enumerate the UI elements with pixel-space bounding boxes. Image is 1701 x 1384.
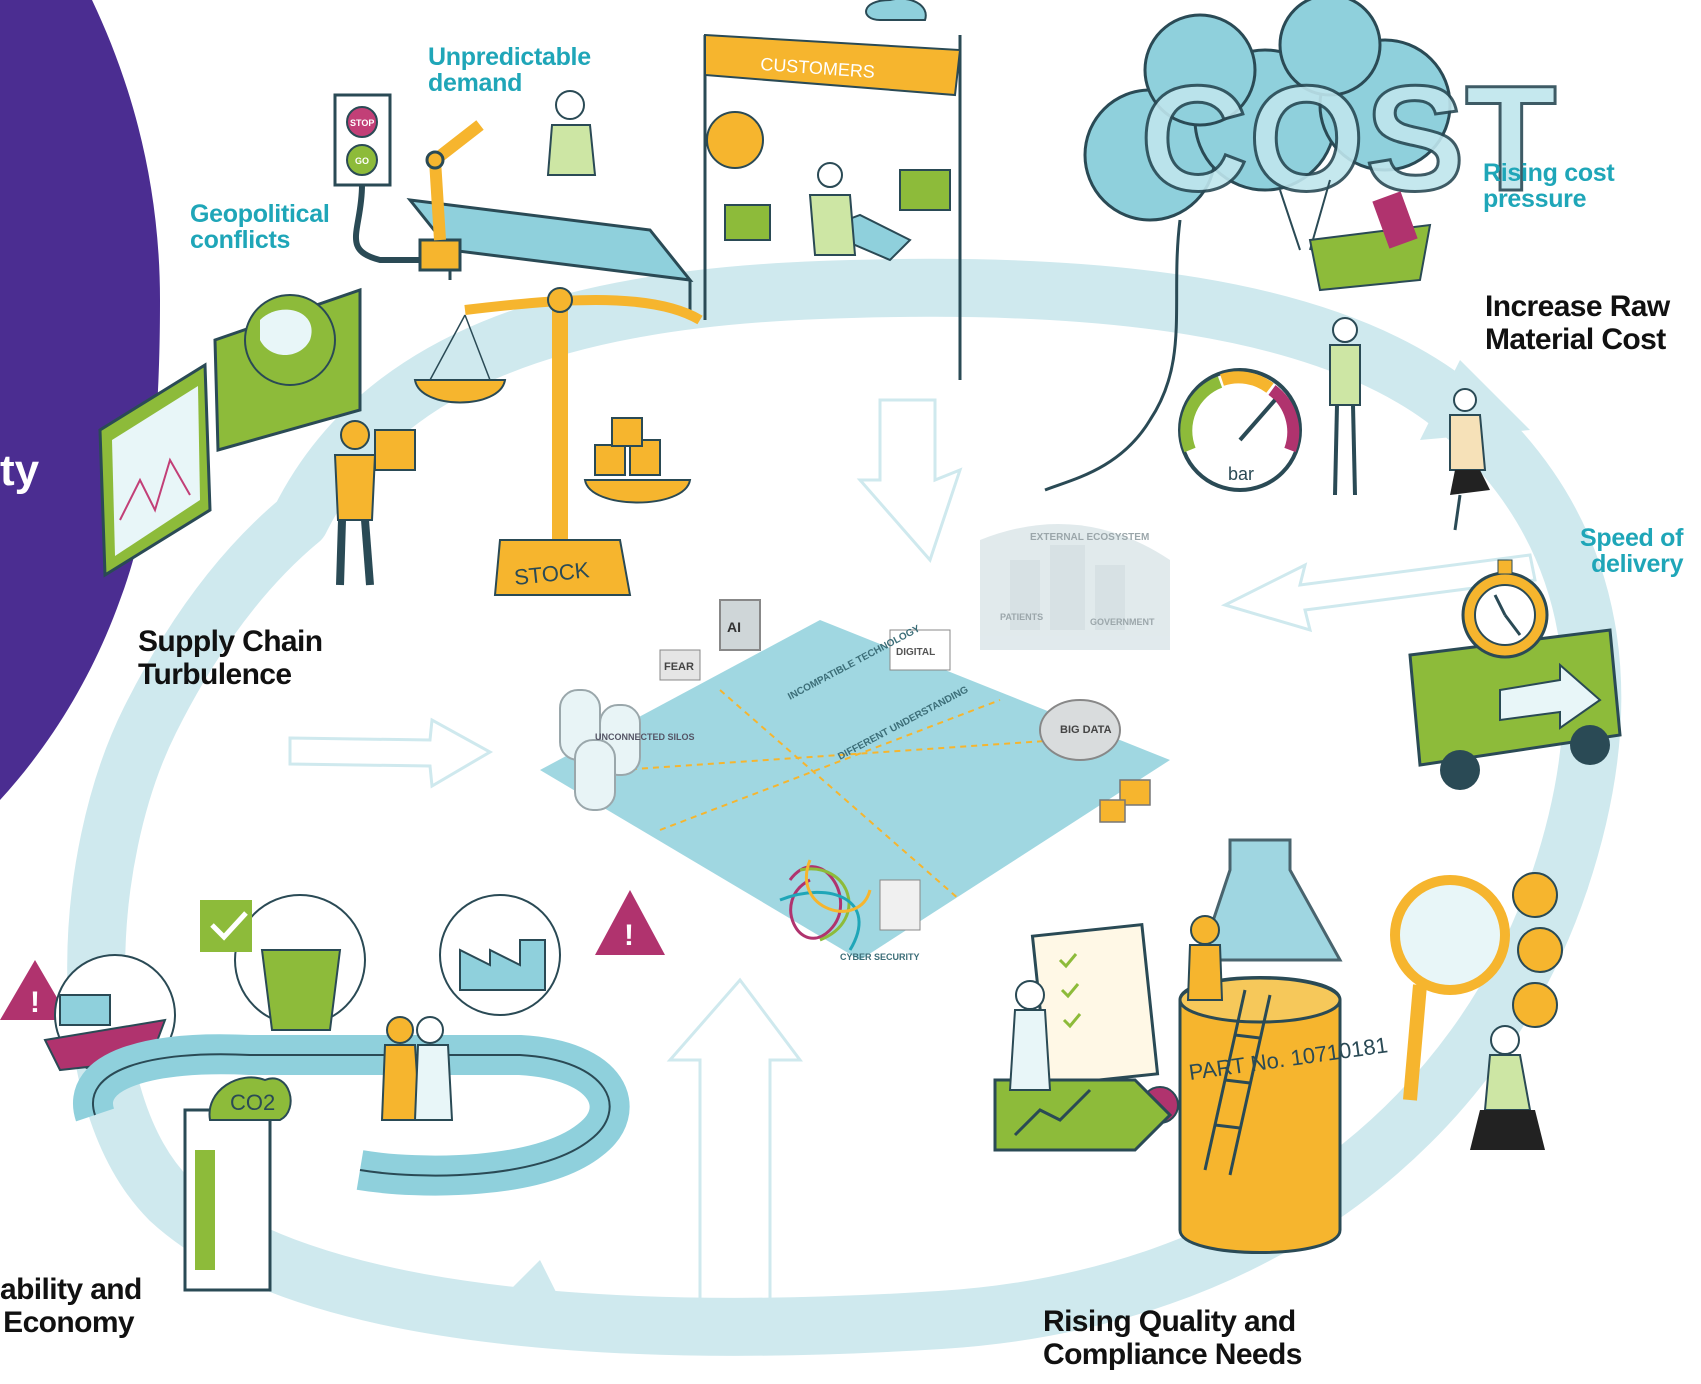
traffic-light: STOP GO bbox=[333, 93, 420, 263]
sidebar-fragment-text: ty bbox=[0, 446, 40, 495]
svg-text:PATIENTS: PATIENTS bbox=[1000, 612, 1043, 622]
quality-people bbox=[1008, 915, 1545, 1150]
label-unpredictable-demand: Unpredictable demand bbox=[428, 43, 591, 98]
svg-text:GO: GO bbox=[355, 156, 369, 166]
sustainability-illustration: ! ! CO2 bbox=[0, 890, 665, 1292]
svg-text:BIG DATA: BIG DATA bbox=[1060, 724, 1112, 736]
svg-text:EXTERNAL ECOSYSTEM: EXTERNAL ECOSYSTEM bbox=[1030, 532, 1149, 543]
label-speed-of-delivery: Speed of delivery bbox=[1580, 524, 1684, 579]
cost-balloons: COST bbox=[1044, 0, 1558, 492]
price-tag bbox=[993, 1078, 1173, 1152]
person-demand bbox=[546, 90, 597, 176]
pressure-gauge: bar bbox=[1178, 368, 1302, 492]
svg-text:AI: AI bbox=[727, 619, 741, 635]
svg-text:CYBER SECURITY: CYBER SECURITY bbox=[840, 952, 920, 962]
cost-basket bbox=[1308, 191, 1432, 496]
svg-text:bar: bar bbox=[1228, 464, 1254, 484]
label-rising-quality-compliance: Rising Quality and Compliance Needs bbox=[1043, 1305, 1302, 1371]
dancer bbox=[1449, 388, 1490, 531]
svg-text:GOVERNMENT: GOVERNMENT bbox=[1090, 617, 1155, 627]
customers-banner: CUSTOMERS bbox=[703, 0, 962, 380]
central-map: UNCONNECTED SILOS AI FEAR DIGITAL INCOMP… bbox=[540, 599, 1170, 962]
label-increase-raw-material-cost: Increase Raw Material Cost bbox=[1485, 290, 1670, 356]
label-rising-cost-pressure: Rising cost pressure bbox=[1483, 159, 1615, 214]
label-geopolitical-conflicts: Geopolitical conflicts bbox=[190, 200, 330, 255]
map-label-silos: UNCONNECTED SILOS bbox=[595, 732, 695, 742]
external-ecosystem: EXTERNAL ECOSYSTEM PATIENTS GOVERNMENT bbox=[980, 524, 1170, 650]
label-sustainability-economy: ability and Economy bbox=[0, 1273, 142, 1339]
worker-box bbox=[333, 420, 416, 586]
svg-text:!: ! bbox=[624, 919, 634, 952]
stock-scale: STOCK bbox=[413, 287, 703, 596]
svg-text:!: ! bbox=[30, 986, 40, 1019]
ring-arrow-bottom bbox=[470, 1260, 560, 1330]
svg-text:COST: COST bbox=[1140, 54, 1557, 222]
magnifier bbox=[1390, 872, 1563, 1101]
svg-text:STOP: STOP bbox=[350, 118, 374, 128]
label-supply-chain-turbulence: Supply Chain Turbulence bbox=[138, 625, 323, 691]
svg-text:CO2: CO2 bbox=[230, 1090, 275, 1115]
svg-text:DIGITAL: DIGITAL bbox=[896, 647, 935, 658]
svg-text:FEAR: FEAR bbox=[664, 661, 694, 673]
ladder bbox=[1203, 989, 1272, 1176]
purple-side-panel bbox=[0, 0, 160, 800]
geopolitical-screens bbox=[98, 287, 362, 578]
robot-arm bbox=[418, 120, 484, 272]
delivery-truck bbox=[1408, 559, 1622, 790]
